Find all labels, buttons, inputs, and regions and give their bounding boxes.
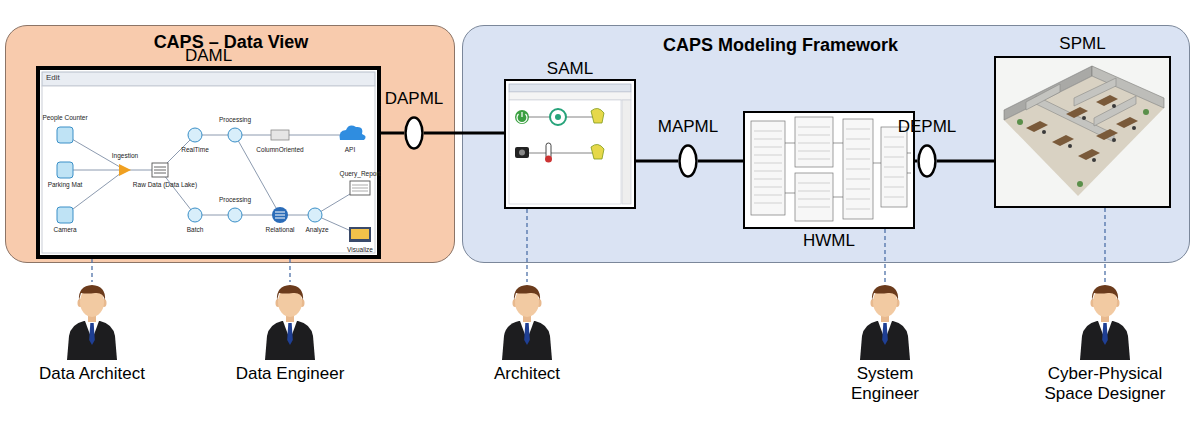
text-slot: ColumnOriented <box>230 146 330 154</box>
node-label: HWML <box>745 231 913 251</box>
text-slot: Raw Data (Data Lake) <box>115 181 215 189</box>
text-slot: Visualize <box>310 246 410 254</box>
text-slot: Processing <box>185 196 285 204</box>
person-role: Architect <box>467 282 587 384</box>
model-link-line <box>636 160 678 163</box>
modeling-framework-region: CAPS Modeling FrameworkSAML HWML SPML MAPML… <box>462 25 1190 263</box>
flow-step-label: People Counter <box>15 114 115 122</box>
flow-step-label: Parking Mat <box>15 181 115 189</box>
role-name: Cyber-Physical Space Designer <box>1038 364 1173 404</box>
text-slot: Ingestion <box>75 152 175 160</box>
hwml-screenshot: HWML <box>743 111 915 229</box>
flow-step-label: Query_Report <box>310 170 410 178</box>
role-name: Data Engineer <box>220 364 360 384</box>
connector-oval-shape <box>404 116 424 150</box>
text-slot: Processing <box>185 116 285 124</box>
flow-step-label: Analyze <box>267 226 367 234</box>
text-slot: Query_Report <box>310 170 410 178</box>
data-view-region: CAPS – Data ViewDAMLEditPeople CounterPa… <box>5 25 455 263</box>
role-leader-line <box>1104 208 1105 282</box>
text-slot: Parking Mat <box>15 181 115 189</box>
person-role: Cyber-Physical Space Designer <box>1038 282 1173 404</box>
role-leader-line <box>526 209 527 282</box>
node-label: DEPML <box>887 117 967 137</box>
text-slot: API <box>300 146 400 154</box>
text-slot: DAML <box>40 46 377 66</box>
text-slot: Batch <box>145 226 245 234</box>
text-slot: SAML <box>506 59 634 79</box>
role-name: Architect <box>467 364 587 384</box>
role-leader-line <box>884 229 885 282</box>
role-leader-line <box>289 259 290 282</box>
flow-step-label: Visualize <box>310 246 410 254</box>
daml-screenshot: DAMLEditPeople CounterParking MatCameraI… <box>36 66 381 259</box>
person-icon <box>260 282 320 360</box>
building-space-illustration <box>996 58 1169 206</box>
saml-screenshot: SAML <box>504 79 636 209</box>
text-slot: MAPML <box>648 117 728 137</box>
role-name: System Engineer <box>840 364 930 404</box>
flow-step-label: Camera <box>15 226 115 234</box>
text-slot: SPML <box>996 34 1169 54</box>
model-link-line <box>698 160 743 163</box>
flow-step-label: Ingestion <box>75 152 175 160</box>
node-label: SPML <box>996 34 1169 54</box>
person-role: Data Architect <box>22 282 162 384</box>
node-label: DAML <box>40 46 377 66</box>
system-architecture-screenshot <box>506 81 634 207</box>
node-label: MAPML <box>648 117 728 137</box>
model-link-line <box>937 160 994 163</box>
text-slot: Camera <box>15 226 115 234</box>
person-role: Data Engineer <box>220 282 360 384</box>
flow-step-label: Processing <box>185 116 285 124</box>
person-icon <box>62 282 122 360</box>
role-name: Data Architect <box>22 364 162 384</box>
connector-oval: MAPML <box>678 144 698 178</box>
model-link-line <box>424 132 504 135</box>
connector-oval-shape <box>917 144 937 178</box>
flow-step-label: ColumnOriented <box>230 146 330 154</box>
flow-step-label: Batch <box>145 226 245 234</box>
text-slot: People Counter <box>15 114 115 122</box>
model-link-line <box>915 160 917 163</box>
connector-oval: DEPML <box>917 144 937 178</box>
person-icon <box>497 282 557 360</box>
flow-step-label: Raw Data (Data Lake) <box>115 181 215 189</box>
role-leader-line <box>91 259 92 282</box>
flow-step-label: Processing <box>185 196 285 204</box>
text-slot: Analyze <box>267 226 367 234</box>
hardware-model-screenshot <box>745 113 913 227</box>
node-label: SAML <box>506 59 634 79</box>
text-slot: DAPML <box>374 89 454 109</box>
person-role: System Engineer <box>840 282 930 404</box>
person-icon <box>855 282 915 360</box>
model-link-line <box>381 132 404 135</box>
flow-step-label: RealTime <box>145 146 245 154</box>
text-slot: HWML <box>745 231 913 251</box>
node-label: CAPS Modeling Framework <box>663 35 863 56</box>
text-slot: RealTime <box>145 146 245 154</box>
person-icon <box>1075 282 1135 360</box>
spml-illustration: SPML <box>994 56 1171 208</box>
text-slot: CAPS Modeling Framework <box>663 35 863 56</box>
text-slot: Edit <box>46 73 166 82</box>
connector-oval: DAPML <box>404 116 424 150</box>
flow-step-label: API <box>300 146 400 154</box>
connector-oval-shape <box>678 144 698 178</box>
text-slot: DEPML <box>887 117 967 137</box>
node-label: DAPML <box>374 89 454 109</box>
window-title: Edit <box>46 73 166 82</box>
